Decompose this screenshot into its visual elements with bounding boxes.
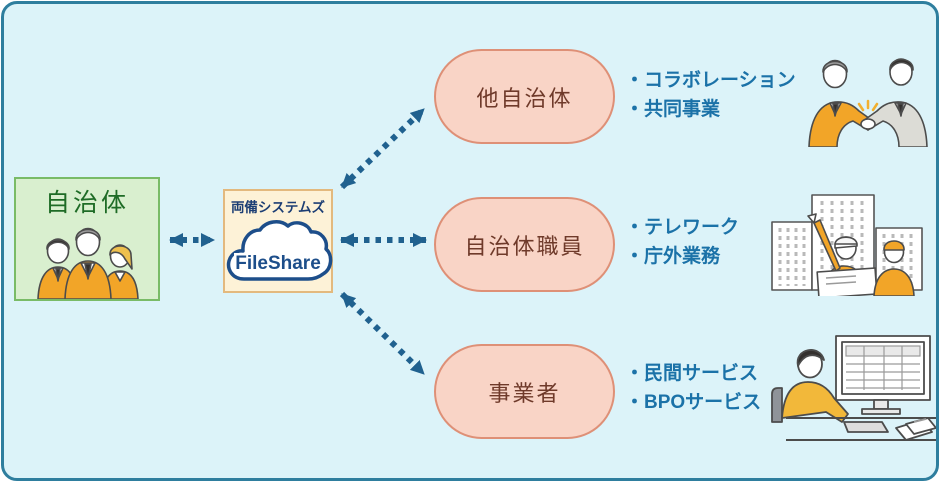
handshake-illustration (808, 58, 928, 147)
arrow-hub-target3 (339, 291, 427, 377)
arrow-hub-target1 (339, 106, 427, 190)
note-line: ・庁外業務 (625, 246, 721, 267)
connector-arrows (169, 106, 427, 377)
product-label: FileShare (235, 253, 321, 274)
cloud-shape (226, 220, 333, 281)
target-box-businesses: 事業者 (434, 344, 615, 439)
source-box-municipality: 自治体 (14, 177, 160, 301)
note-line: ・テレワーク (625, 217, 740, 238)
target-label: 事業者 (488, 380, 561, 406)
notes-other-municipalities: ・コラボレーション ・共同事業 (625, 66, 796, 124)
target-label: 自治体職員 (464, 233, 585, 259)
target-label: 他自治体 (476, 85, 573, 111)
vendor-label: 両備システムズ (230, 200, 326, 215)
cloud-icon: FileShare (226, 220, 333, 281)
officials-illustration (37, 227, 139, 299)
target-box-other-municipalities: 他自治体 (434, 49, 615, 144)
note-line: ・民間サービス (625, 363, 759, 384)
note-line: ・コラボレーション (625, 70, 796, 91)
note-line: ・共同事業 (625, 99, 721, 120)
fileshare-hub-box: 両備システムズ FileShare (223, 189, 333, 293)
notes-businesses: ・民間サービス ・BPOサービス (625, 359, 761, 417)
target-box-municipal-staff: 自治体職員 (434, 197, 615, 292)
notes-municipal-staff: ・テレワーク ・庁外業務 (625, 213, 739, 271)
source-label: 自治体 (44, 189, 129, 217)
office-worker-illustration (771, 335, 936, 441)
note-line: ・BPOサービス (625, 392, 762, 413)
construction-workers-illustration (771, 194, 923, 296)
